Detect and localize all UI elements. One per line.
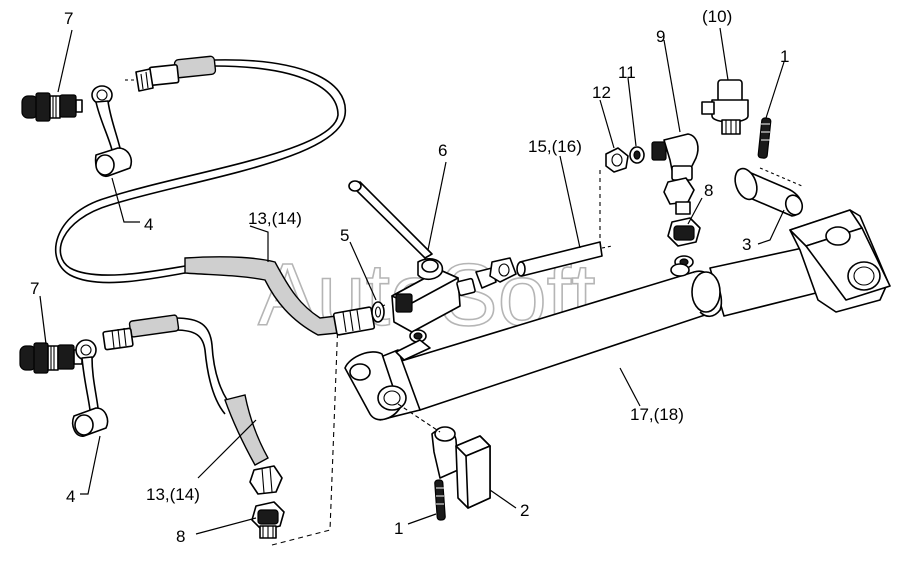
elbow-fitting	[651, 133, 699, 215]
upper-hose-loop	[59, 59, 347, 276]
callout-1-bottom: 1	[394, 519, 403, 538]
lower-hose-end-nut	[249, 465, 283, 495]
callout-12: 12	[592, 83, 611, 102]
callout-6: 6	[438, 141, 447, 160]
adapter-upper	[667, 217, 701, 269]
tee-fitting	[701, 79, 749, 135]
callout-7-top: 7	[64, 9, 73, 28]
callout-4-top: 4	[144, 215, 153, 234]
callout-10: (10)	[702, 7, 732, 26]
nut-upper	[605, 147, 629, 173]
quick-coupler-top	[21, 92, 83, 122]
callout-3: 3	[742, 235, 751, 254]
steel-tube	[516, 241, 613, 277]
lower-hose	[102, 314, 269, 466]
callout-1-top: 1	[780, 47, 789, 66]
spring-pin-lower	[434, 479, 446, 521]
callout-8-bottom: 8	[176, 527, 185, 546]
lower-clevis-pin	[397, 403, 491, 509]
callout-13-14-top: 13,(14)	[248, 209, 302, 228]
dust-cap-top	[91, 85, 133, 178]
upper-hose-fitting	[125, 55, 217, 92]
seal-ring	[371, 301, 385, 323]
spring-pin-upper	[757, 117, 772, 159]
adapter-lower	[251, 501, 285, 539]
dashed-connection-lower	[271, 304, 386, 546]
callout-8-top: 8	[704, 181, 713, 200]
callout-7-bottom: 7	[30, 279, 39, 298]
ball-valve	[348, 180, 517, 343]
leader-lines	[39, 27, 785, 535]
hydraulic-cylinder	[344, 209, 891, 421]
sleeve-ring	[629, 146, 645, 164]
clevis-pin	[734, 167, 804, 217]
callout-15-16: 15,(16)	[528, 137, 582, 156]
callout-5: 5	[340, 226, 349, 245]
dust-cap-bottom	[71, 339, 109, 437]
quick-coupler-bottom	[19, 342, 83, 374]
callout-13-14-bottom: 13,(14)	[146, 485, 200, 504]
upper-left-hose	[184, 256, 376, 336]
callout-4-bottom: 4	[66, 487, 75, 506]
callout-9: 9	[656, 27, 665, 46]
callout-2: 2	[520, 501, 529, 520]
callout-11: 11	[618, 63, 636, 82]
callout-17-18: 17,(18)	[630, 405, 684, 424]
